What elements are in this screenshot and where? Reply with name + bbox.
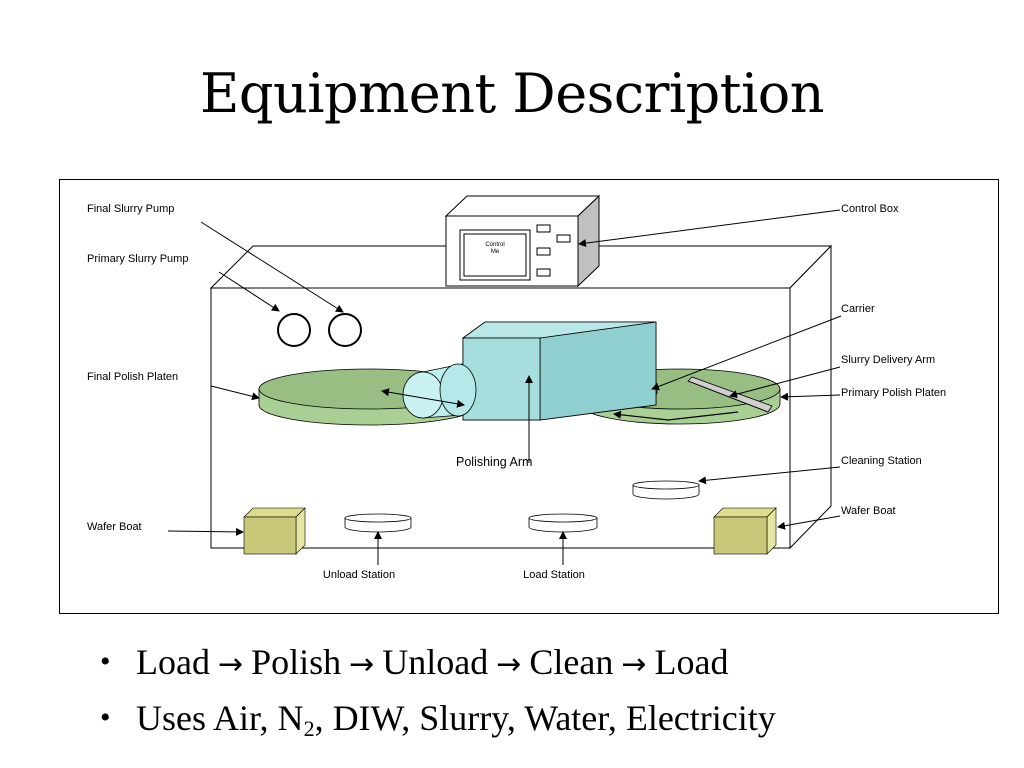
final-slurry-pump-circle (277, 313, 311, 347)
flow-step-polish: Polish (251, 642, 342, 682)
flow-step-unload: Unload (382, 642, 489, 682)
flow-step-load: Load (136, 642, 210, 682)
load-station-shape (528, 513, 598, 533)
wafer-boat-left-shape (243, 507, 306, 555)
utilities-subscript: 2 (303, 716, 315, 741)
label-cleaning-station: Cleaning Station (841, 455, 922, 467)
flow-arrow-icon: → (621, 647, 647, 682)
utilities-suffix: , DIW, Slurry, Water, Electricity (314, 698, 776, 738)
label-primary-polish-platen: Primary Polish Platen (841, 387, 946, 399)
control-box (444, 194, 601, 288)
label-final-slurry-pump: Final Slurry Pump (87, 203, 174, 215)
label-primary-slurry-pump: Primary Slurry Pump (87, 253, 188, 265)
wafer-boat-right-shape (713, 507, 777, 555)
control-screen-text-1: Control (485, 242, 504, 248)
unload-station-shape (344, 513, 412, 533)
bullet-utilities: Uses Air, N2, DIW, Slurry, Water, Electr… (100, 692, 776, 748)
label-unload-station: Unload Station (323, 569, 395, 581)
label-polishing-arm: Polishing Arm (456, 455, 532, 469)
flow-step-load-final: Load (654, 642, 729, 682)
callout-lines (167, 209, 842, 565)
flow-arrow-icon: → (349, 647, 375, 682)
label-wafer-boat-right: Wafer Boat (841, 505, 896, 517)
flow-arrow-icon: → (217, 647, 244, 682)
flow-arrow-icon: → (496, 647, 522, 682)
label-slurry-delivery-arm: Slurry Delivery Arm (841, 354, 935, 366)
flow-step-clean: Clean (529, 642, 614, 682)
rotation-arrow (613, 410, 739, 421)
label-carrier: Carrier (841, 303, 875, 315)
label-final-polish-platen: Final Polish Platen (87, 371, 178, 383)
bullet-list: Load→Polish→Unload→Clean→Load Uses Air, … (100, 636, 776, 748)
polishing-arm (461, 321, 657, 421)
bullet-process-flow: Load→Polish→Unload→Clean→Load (100, 636, 776, 692)
primary-slurry-pump-circle (328, 313, 362, 347)
utilities-prefix: Uses Air, N (136, 698, 304, 738)
label-wafer-boat-left: Wafer Boat (87, 521, 142, 533)
control-screen-text-2: Me (491, 249, 500, 255)
slide-title: Equipment Description (199, 62, 825, 125)
cleaning-station-shape (632, 480, 700, 500)
label-control-box: Control Box (841, 203, 899, 215)
label-load-station: Load Station (523, 569, 585, 581)
